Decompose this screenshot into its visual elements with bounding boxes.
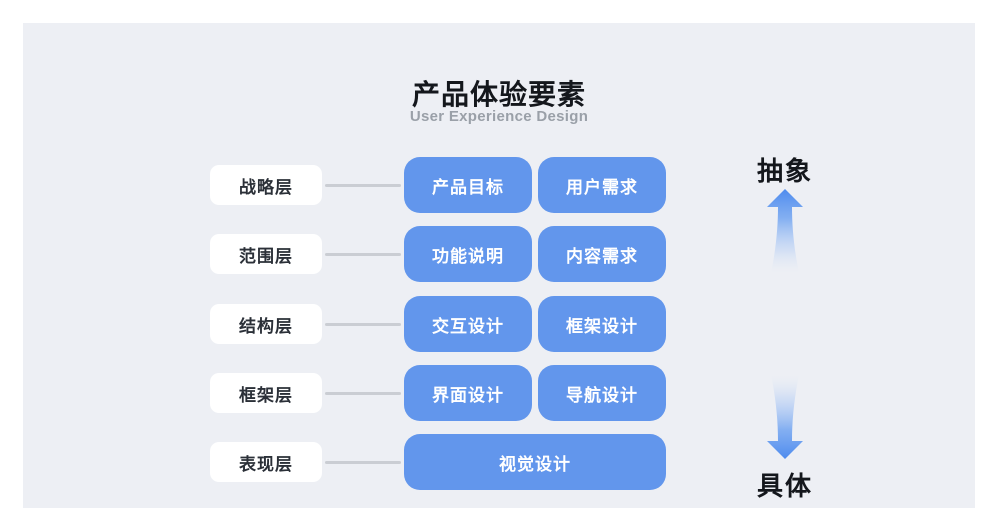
connector-line <box>325 391 401 395</box>
layer-row-structure: 结构层 交互设计 框架设计 <box>210 296 666 352</box>
element-chip: 导航设计 <box>538 365 666 421</box>
connector-line <box>325 183 401 187</box>
page-subtitle: User Experience Design <box>409 108 589 125</box>
layer-row-skeleton: 框架层 界面设计 导航设计 <box>210 365 666 421</box>
page-title: 产品体验要素 <box>411 79 586 110</box>
axis-top-label: 抽象 <box>756 156 813 186</box>
layer-row-surface: 表现层 视觉设计 <box>210 434 666 490</box>
layer-label: 战略层 <box>210 165 322 205</box>
element-chip: 界面设计 <box>404 365 532 421</box>
chip-group: 交互设计 框架设计 <box>404 296 666 352</box>
layer-row-scope: 范围层 功能说明 内容需求 <box>210 226 666 282</box>
arrow-up-icon <box>767 189 803 273</box>
element-chip: 用户需求 <box>538 157 666 213</box>
axis-bottom-label: 具体 <box>756 471 813 501</box>
element-chip: 内容需求 <box>538 226 666 282</box>
chip-group: 界面设计 导航设计 <box>404 365 666 421</box>
chip-group: 视觉设计 <box>404 434 666 490</box>
element-chip: 视觉设计 <box>404 434 666 490</box>
element-chip: 产品目标 <box>404 157 532 213</box>
element-chip: 框架设计 <box>538 296 666 352</box>
layer-label: 框架层 <box>210 373 322 413</box>
chip-group: 功能说明 内容需求 <box>404 226 666 282</box>
element-chip: 交互设计 <box>404 296 532 352</box>
connector-line <box>325 322 401 326</box>
element-chip: 功能说明 <box>404 226 532 282</box>
arrow-down-icon <box>767 375 803 459</box>
diagram-panel: 产品体验要素 User Experience Design 战略层 产品目标 用… <box>23 23 975 508</box>
layer-label: 结构层 <box>210 304 322 344</box>
layer-row-strategy: 战略层 产品目标 用户需求 <box>210 157 666 213</box>
chip-group: 产品目标 用户需求 <box>404 157 666 213</box>
connector-line <box>325 460 401 464</box>
layer-label: 范围层 <box>210 234 322 274</box>
layer-label: 表现层 <box>210 442 322 482</box>
abstraction-axis: 抽象 <box>735 151 835 503</box>
connector-line <box>325 252 401 256</box>
